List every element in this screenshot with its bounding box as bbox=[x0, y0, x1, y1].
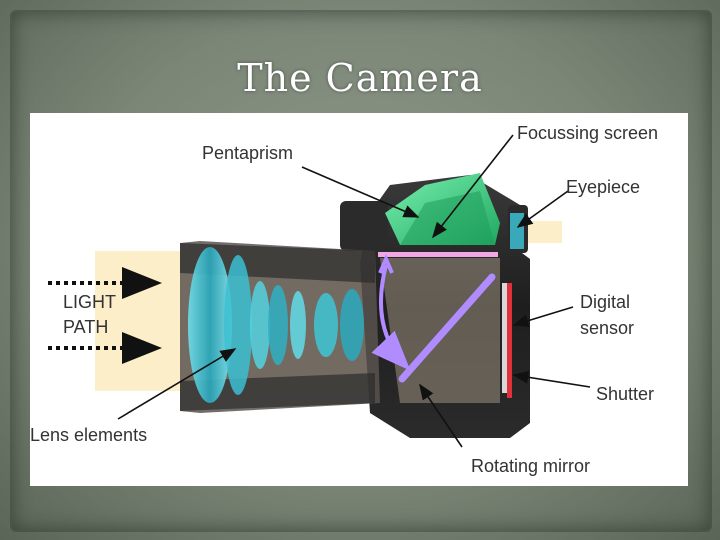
lens-element bbox=[290, 291, 306, 359]
lens-elements-leader bbox=[117, 348, 237, 420]
lens-element-rear bbox=[340, 289, 364, 361]
label-focussing-screen: Focussing screen bbox=[517, 123, 659, 143]
lens-element-front bbox=[188, 247, 232, 403]
label-eyepiece: Eyepiece bbox=[566, 177, 641, 197]
label-light-path-line2: PATH bbox=[63, 317, 109, 337]
lens-element bbox=[250, 281, 270, 369]
mirror-box bbox=[380, 258, 500, 403]
eyepiece-glass bbox=[510, 213, 524, 249]
lens-element bbox=[268, 285, 288, 365]
label-lens-elements: Lens elements bbox=[30, 425, 148, 445]
digital-sensor-leader bbox=[512, 306, 574, 327]
lens-element bbox=[314, 293, 338, 357]
focusing-screen bbox=[378, 252, 498, 257]
camera-diagram: Pentaprism Focussing screen Eyepiece LIG… bbox=[30, 113, 688, 486]
mirror-rotation-arrowhead-top bbox=[378, 253, 394, 274]
rotating-mirror bbox=[398, 273, 496, 383]
label-pentaprism: Pentaprism bbox=[202, 143, 294, 163]
label-light-path-line1: LIGHT bbox=[63, 292, 117, 312]
label-digital-sensor-line2: sensor bbox=[580, 318, 635, 338]
digital-sensor bbox=[502, 283, 510, 393]
hot-shoe-housing bbox=[340, 201, 388, 251]
eyepiece-leader bbox=[516, 190, 569, 228]
lens-element bbox=[224, 255, 252, 395]
rotating-mirror-leader bbox=[419, 383, 463, 448]
shutter-leader bbox=[512, 370, 591, 388]
pentaprism-leader bbox=[301, 166, 420, 218]
mirror-rotation-arrow bbox=[371, 264, 411, 371]
camera-illustration bbox=[48, 134, 591, 448]
shutter bbox=[507, 283, 512, 398]
focusing-screen-leader bbox=[432, 134, 514, 239]
label-digital-sensor-line1: Digital bbox=[580, 292, 631, 312]
slide-title: The Camera bbox=[237, 56, 483, 100]
lens-barrel-bottom bbox=[180, 373, 375, 411]
label-shutter: Shutter bbox=[596, 384, 655, 404]
label-rotating-mirror: Rotating mirror bbox=[471, 456, 591, 476]
slide-frame bbox=[10, 10, 712, 532]
